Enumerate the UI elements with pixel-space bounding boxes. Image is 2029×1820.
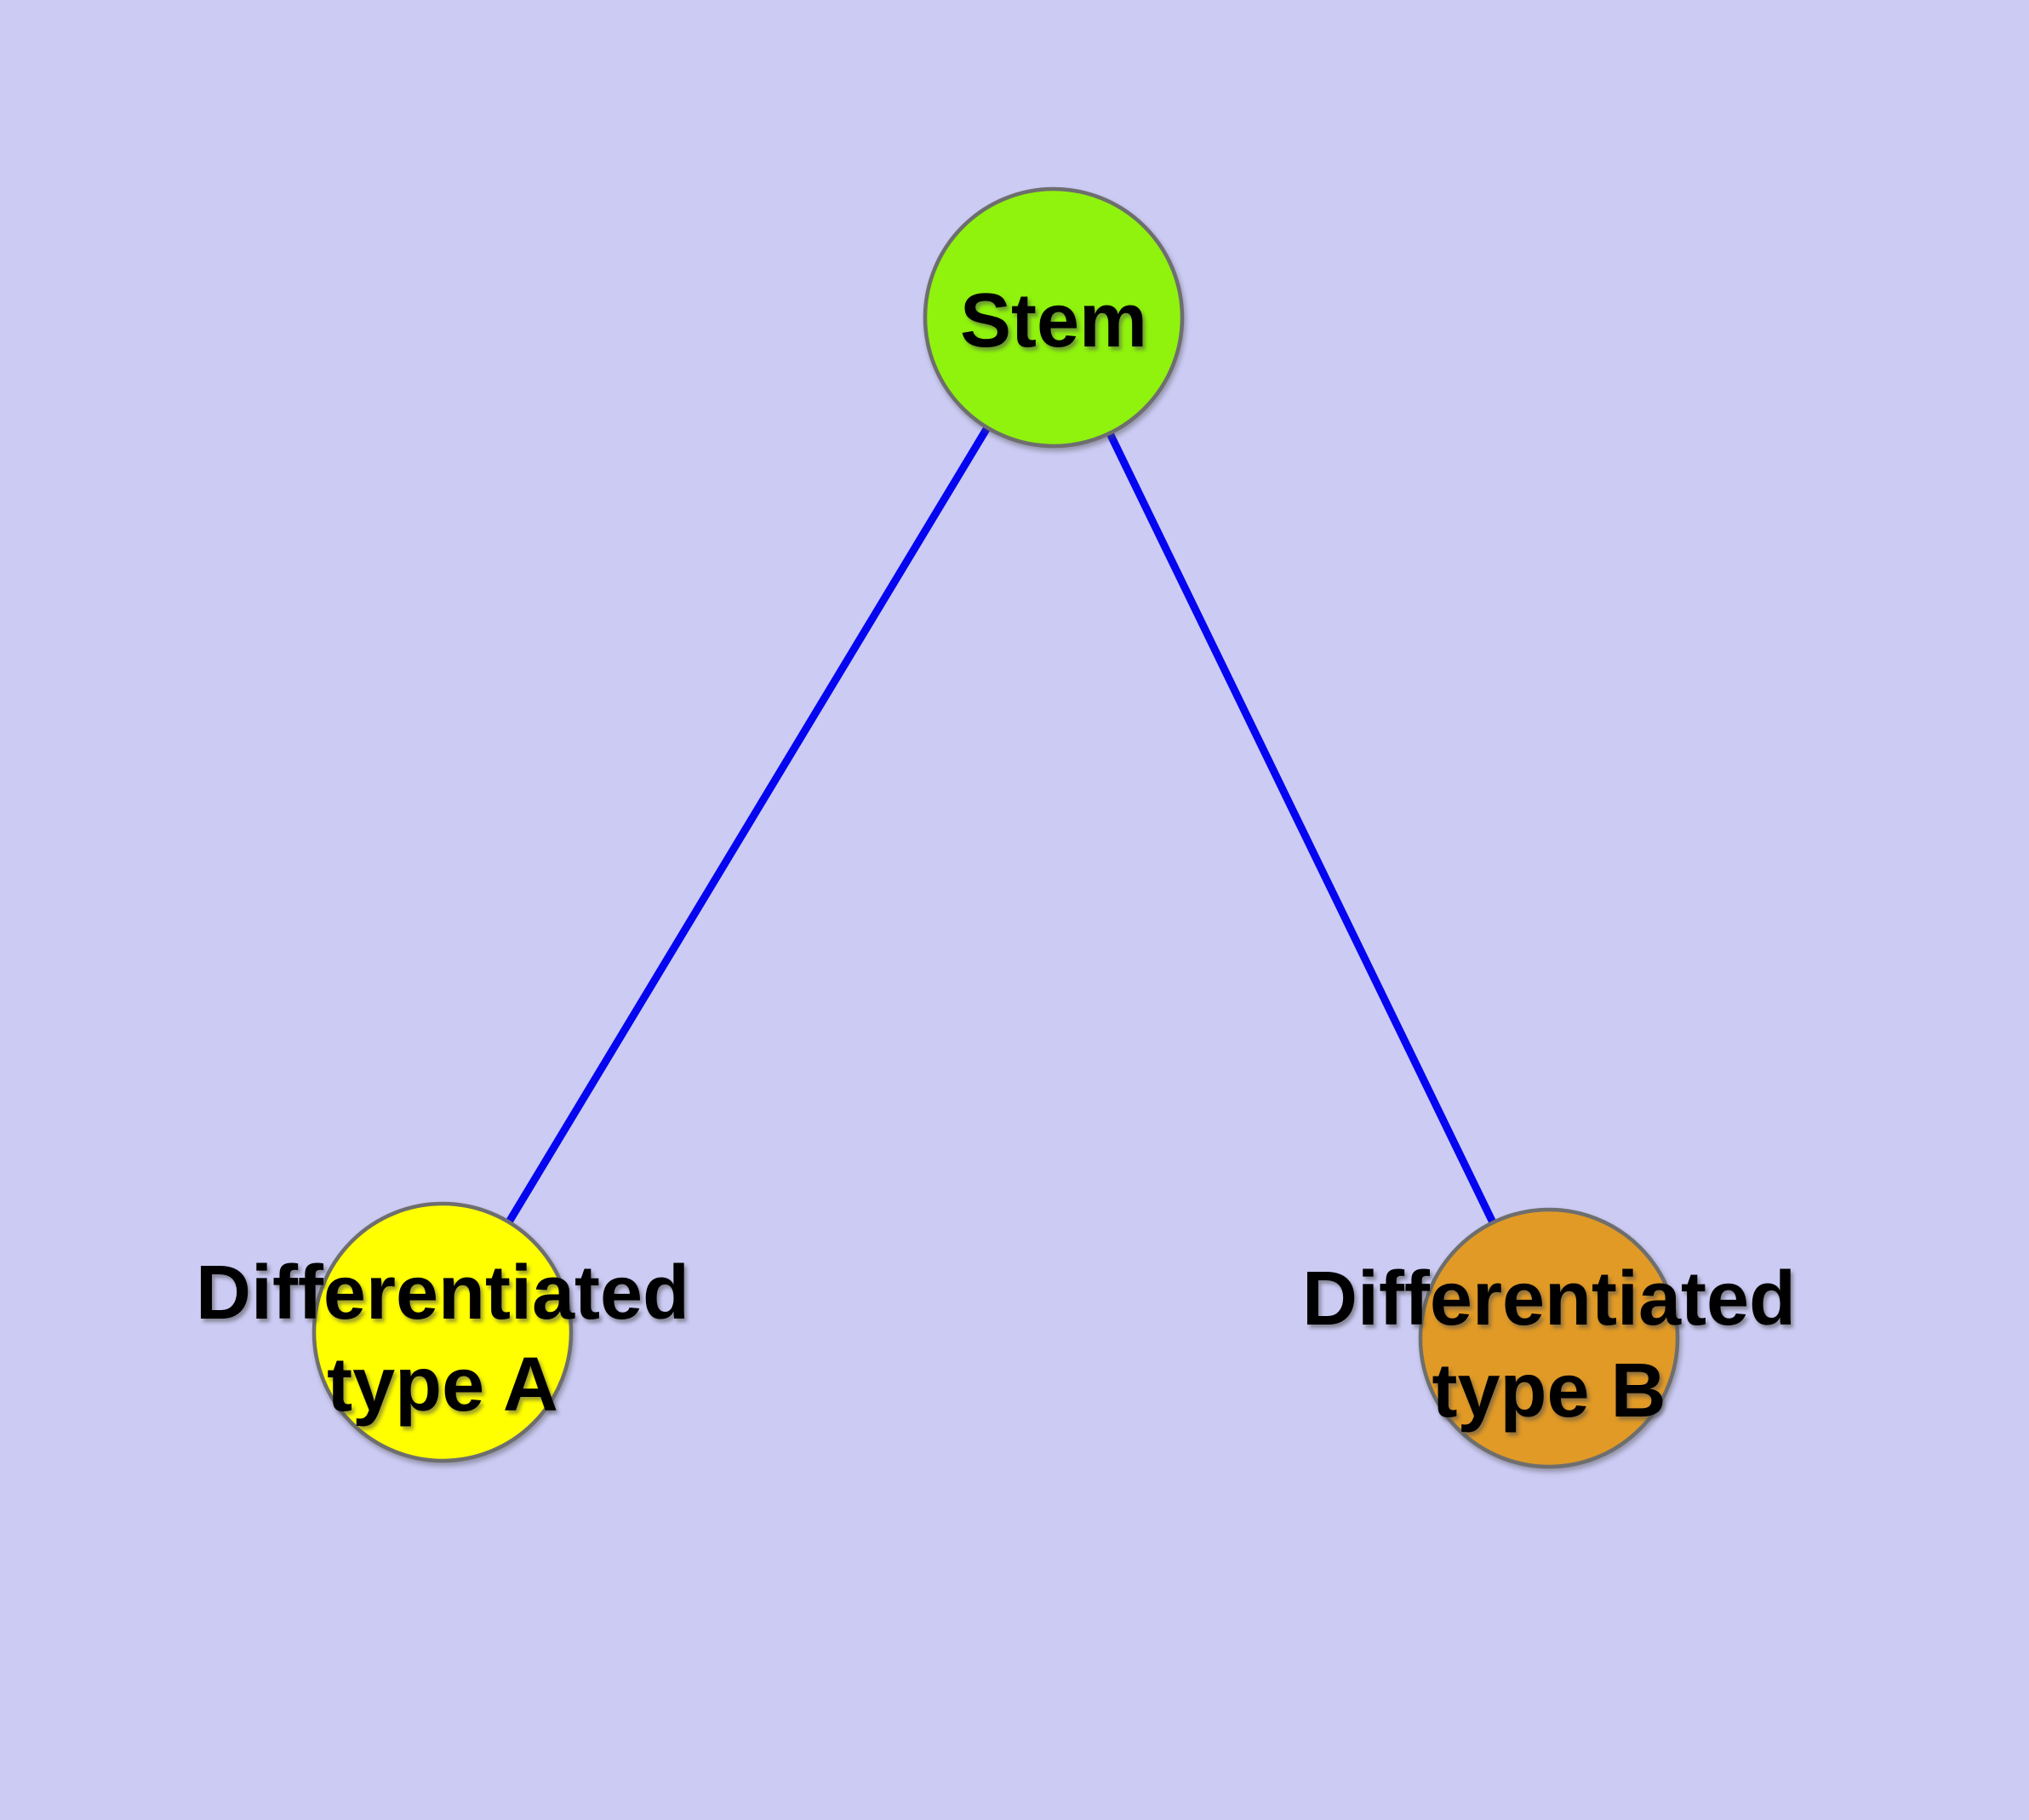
node-type-b-label-line1: Differentiated <box>1302 1256 1796 1342</box>
edge-stem-to-type-b <box>1049 316 1553 1340</box>
node-stem <box>923 186 1185 449</box>
node-type-a <box>311 1201 574 1463</box>
node-type-b <box>1418 1207 1680 1469</box>
node-type-a-label-line2: type A <box>327 1342 558 1428</box>
node-stem-label: Stem <box>960 278 1147 363</box>
edge-stem-to-type-a <box>439 315 1057 1335</box>
node-type-a-label-line1: Differentiated <box>196 1251 689 1336</box>
node-type-b-label-line2: type B <box>1432 1348 1666 1434</box>
